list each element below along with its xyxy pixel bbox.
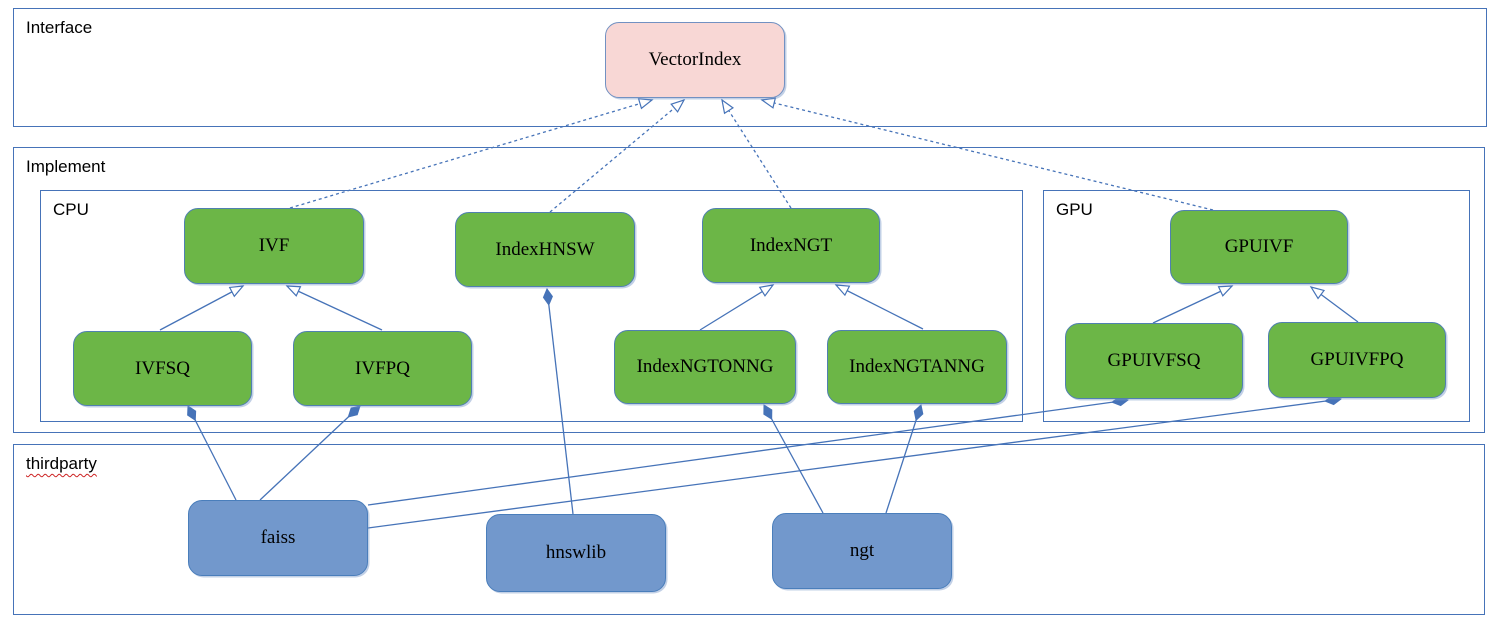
node-ngt[interactable]: ngt [772, 513, 952, 589]
container-interface-label: Interface [26, 18, 93, 37]
edge-faiss-ivfsq-composition[interactable] [187, 405, 237, 501]
edge-indexngtonng-indexngt-generalization[interactable] [699, 285, 773, 331]
node-hnswlib-label: hnswlib [545, 542, 607, 563]
edge-ivfpq-ivf-generalization[interactable] [287, 286, 383, 331]
container-cpu[interactable]: CPU [40, 190, 1023, 422]
node-indexngtonng-label: IndexNGTONNG [636, 356, 774, 377]
node-vectorindex[interactable]: VectorIndex [605, 22, 785, 98]
node-indexngtanng-label: IndexNGTANNG [849, 356, 985, 377]
node-gpuivfpq-label: GPUIVFPQ [1310, 349, 1404, 370]
edge-gpuivfpq-gpuivf-generalization[interactable] [1311, 287, 1359, 323]
container-cpu-label: CPU [53, 200, 89, 219]
node-ngt-label: ngt [849, 540, 875, 561]
edge-indexngt-vectorindex-realization[interactable] [722, 100, 792, 209]
node-gpuivfsq[interactable]: GPUIVFSQ [1065, 323, 1243, 399]
edge-hnswlib-indexhnsw-composition[interactable] [542, 287, 574, 515]
edge-ngt-indexngtonng-composition[interactable] [763, 404, 824, 514]
edge-faiss-gpuivfpq-composition[interactable] [367, 395, 1343, 529]
edge-ivf-vectorindex-realization[interactable] [289, 100, 652, 209]
edge-faiss-gpuivfsq-composition[interactable] [367, 396, 1130, 506]
node-indexngtanng[interactable]: IndexNGTANNG [827, 330, 1007, 404]
node-gpuivfsq-label: GPUIVFSQ [1107, 350, 1201, 371]
node-gpuivf-label: GPUIVF [1224, 236, 1294, 257]
edge-indexngtanng-indexngt-generalization[interactable] [836, 285, 924, 330]
node-gpuivfpq[interactable]: GPUIVFPQ [1268, 322, 1446, 398]
node-faiss[interactable]: faiss [188, 500, 368, 576]
node-faiss-label: faiss [260, 527, 296, 548]
container-implement-label: Implement [26, 157, 106, 176]
container-implement[interactable]: Implement [13, 147, 1485, 433]
node-ivfsq[interactable]: IVFSQ [73, 331, 252, 406]
node-indexhnsw-label: IndexHNSW [495, 238, 595, 260]
node-indexhnsw[interactable]: IndexHNSW [455, 212, 635, 287]
node-vectorindex-label: VectorIndex [648, 49, 742, 70]
edge-ivfsq-ivf-generalization[interactable] [159, 286, 243, 331]
node-ivfpq[interactable]: IVFPQ [293, 331, 472, 406]
node-ivf-label: IVF [258, 235, 290, 256]
node-indexngt-label: IndexNGT [749, 234, 833, 256]
node-ivfsq-label: IVFSQ [135, 357, 190, 379]
edge-ngt-indexngtanng-composition[interactable] [885, 404, 924, 514]
edge-faiss-ivfpq-composition[interactable] [259, 405, 361, 501]
edge-gpuivfsq-gpuivf-generalization[interactable] [1152, 286, 1232, 324]
node-ivfpq-label: IVFPQ [355, 357, 410, 379]
node-indexngtonng[interactable]: IndexNGTONNG [614, 330, 796, 404]
node-hnswlib[interactable]: hnswlib [486, 514, 666, 592]
edge-gpuivf-vectorindex-realization[interactable] [762, 100, 1214, 211]
node-gpuivf[interactable]: GPUIVF [1170, 210, 1348, 284]
edge-indexhnsw-vectorindex-realization[interactable] [549, 100, 684, 213]
container-thirdparty[interactable]: thirdparty [13, 444, 1485, 615]
container-gpu[interactable]: GPU [1043, 190, 1470, 422]
node-indexngt[interactable]: IndexNGT [702, 208, 880, 283]
container-gpu-label: GPU [1056, 200, 1093, 219]
container-interface[interactable]: Interface [13, 8, 1487, 127]
node-ivf[interactable]: IVF [184, 208, 364, 284]
container-thirdparty-label: thirdparty [26, 454, 97, 473]
